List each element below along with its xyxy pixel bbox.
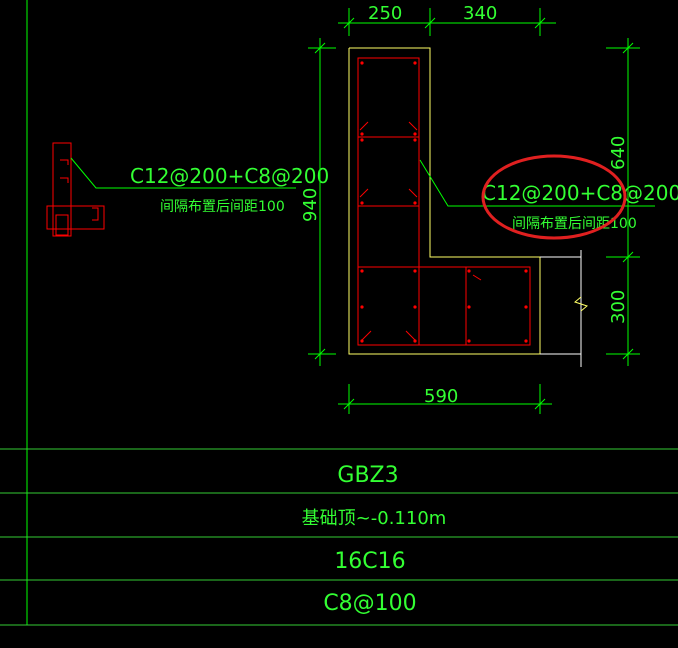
hook-2 xyxy=(408,121,418,131)
rebar-cage-corner xyxy=(465,266,531,346)
small-section-horizontal xyxy=(46,205,105,230)
dim-bottom-label: 590 xyxy=(424,386,458,407)
small-section-annotation-line1: C12@200+C8@200 xyxy=(130,164,329,188)
dimension-right xyxy=(606,38,640,366)
small-section-hook-1 xyxy=(60,159,69,165)
dim-top-left-label: 250 xyxy=(368,3,402,24)
main-section-leader-line xyxy=(419,159,655,207)
dim-right-upper-label: 640 xyxy=(608,136,629,170)
table-row-elevation: 基础顶~-0.110m xyxy=(302,508,447,529)
small-section-detail: C12@200+C8@200 间隔布置后间距100 xyxy=(46,142,329,237)
dimension-bottom xyxy=(338,384,552,414)
small-section-annotation-line2: 间隔布置后间距100 xyxy=(160,199,285,215)
small-section-vertical xyxy=(52,142,72,237)
rebar-dots xyxy=(360,61,528,343)
info-table xyxy=(0,448,678,626)
highlight-circle xyxy=(481,154,627,240)
dimension-top xyxy=(338,8,556,36)
main-l-section: C12@200+C8@200 间隔布置后间距100 xyxy=(348,47,678,367)
rebar-cage-vertical xyxy=(357,57,420,346)
hook-1 xyxy=(359,121,369,131)
main-section-annotation-line2: 间隔布置后间距100 xyxy=(512,216,637,232)
hook-3 xyxy=(359,188,369,198)
hook-7 xyxy=(472,274,482,281)
hook-4 xyxy=(408,188,418,198)
small-section-hook-3 xyxy=(92,207,99,221)
table-row-longitudinal: 16C16 xyxy=(334,549,405,574)
table-row-name: GBZ3 xyxy=(337,463,398,488)
main-section-annotation-line1: C12@200+C8@200 xyxy=(482,181,678,205)
small-section-hook-2 xyxy=(60,177,69,183)
table-row-stirrup: C8@100 xyxy=(323,591,416,616)
dim-right-lower-label: 300 xyxy=(608,290,629,324)
small-section-leader-line xyxy=(70,157,296,189)
hook-5 xyxy=(361,330,372,341)
dim-left-label: 940 xyxy=(300,188,321,222)
break-symbol xyxy=(573,296,589,312)
hook-6 xyxy=(405,330,416,341)
dimension-left xyxy=(308,38,336,366)
dim-top-right-label: 340 xyxy=(463,3,497,24)
small-section-core xyxy=(55,214,69,236)
rebar-cage-horizontal xyxy=(357,266,531,346)
